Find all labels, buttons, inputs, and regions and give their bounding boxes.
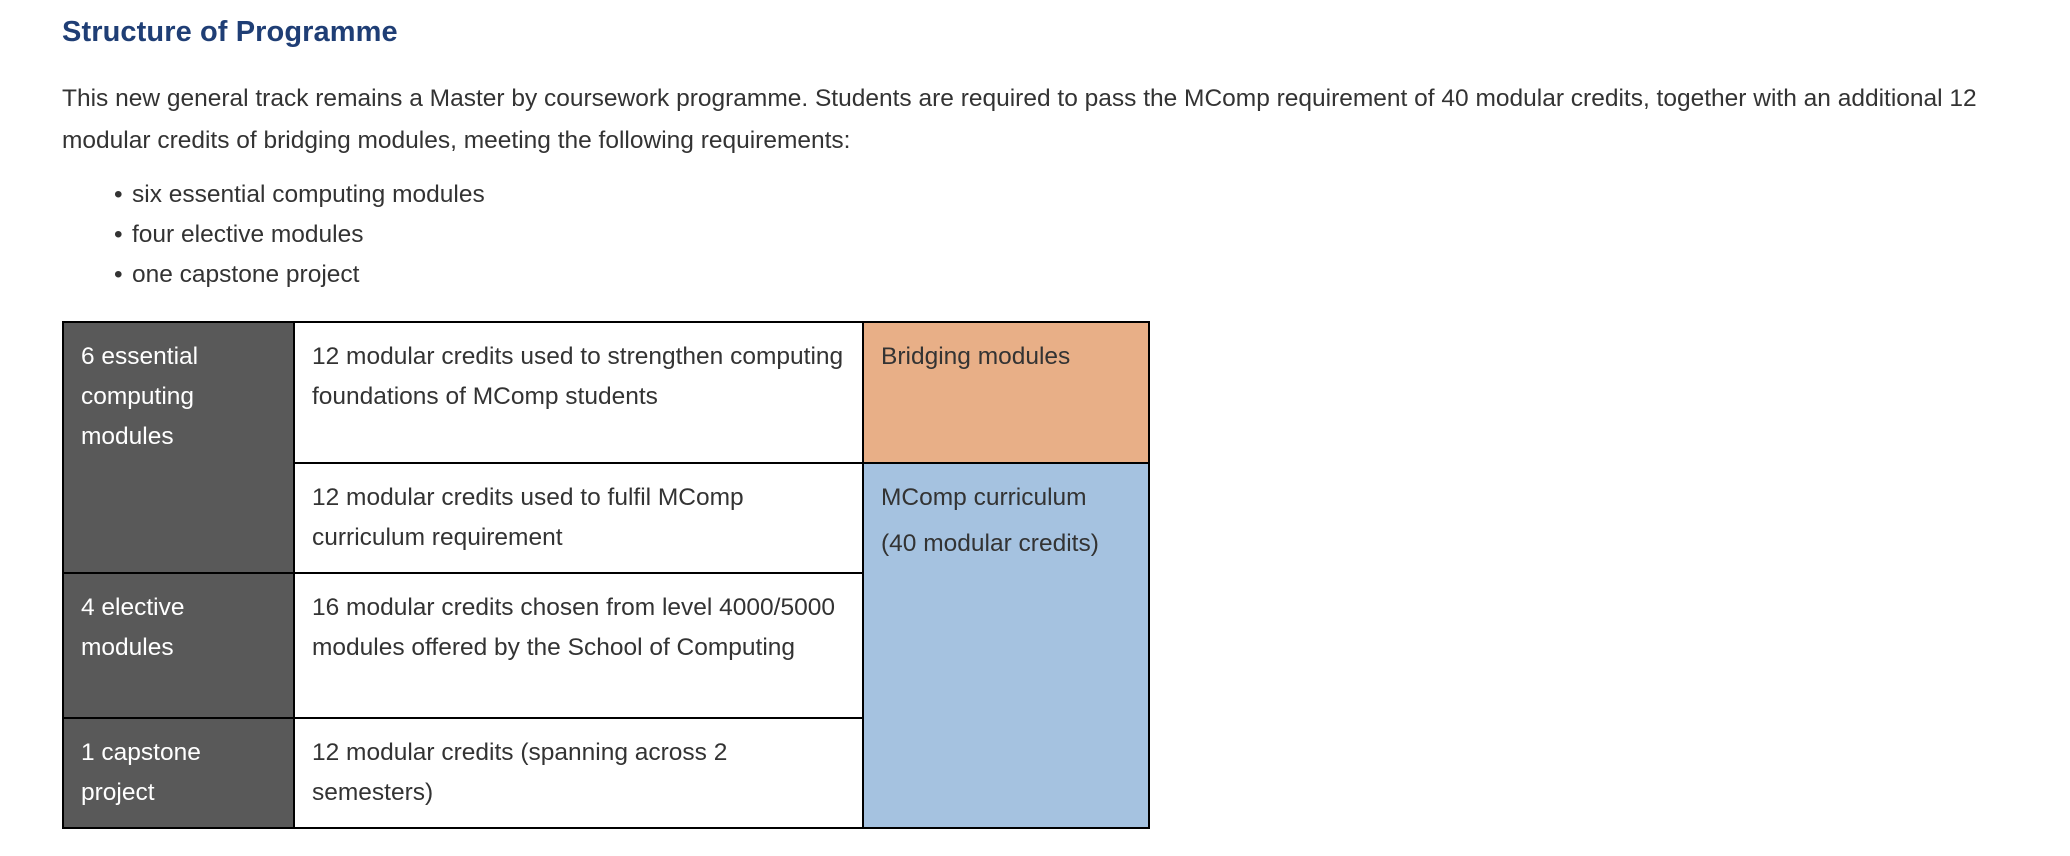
bullet-icon: • bbox=[114, 221, 123, 248]
page-title: Structure of Programme bbox=[62, 16, 398, 48]
table-row: 1 capstone project 12 modular credits (s… bbox=[62, 717, 1149, 829]
list-item: • one capstone project bbox=[62, 255, 485, 295]
description-cell-essential-bridging: 12 modular credits used to strengthen co… bbox=[293, 321, 864, 464]
mcomp-credits-label: (40 modular credits) bbox=[881, 530, 1099, 557]
category-cell-capstone: 1 capstone project bbox=[62, 717, 295, 829]
table-row: 12 modular credits used to fulfil MComp … bbox=[63, 462, 1150, 829]
category-cell-elective: 4 elective modules bbox=[62, 572, 295, 719]
group-cell-bridging: Bridging modules bbox=[862, 321, 1150, 464]
group-cell-mcomp-curriculum: MComp curriculum (40 modular credits) bbox=[862, 462, 1150, 829]
mcomp-curriculum-label: MComp curriculum bbox=[881, 484, 1087, 511]
table-row: 4 elective modules 16 modular credits ch… bbox=[62, 572, 1149, 719]
intro-paragraph: This new general track remains a Master … bbox=[62, 85, 1977, 154]
list-item-label: six essential computing modules bbox=[132, 181, 485, 208]
description-cell-essential-mcomp: 12 modular credits used to fulfil MComp … bbox=[293, 462, 864, 574]
list-item-label: four elective modules bbox=[132, 221, 364, 248]
list-item: • four elective modules bbox=[62, 215, 485, 255]
requirements-list: • six essential computing modules • four… bbox=[62, 175, 485, 295]
bullet-icon: • bbox=[114, 181, 123, 208]
list-item: • six essential computing modules bbox=[62, 175, 485, 215]
bullet-icon: • bbox=[114, 261, 123, 288]
description-cell-elective: 16 modular credits chosen from level 400… bbox=[293, 572, 864, 719]
table-row: 6 essential computing modules 12 modular… bbox=[62, 321, 1150, 574]
category-cell-essential: 6 essential computing modules bbox=[62, 321, 295, 574]
list-item-label: one capstone project bbox=[132, 261, 360, 288]
programme-structure-table: 6 essential computing modules 12 modular… bbox=[62, 321, 1150, 829]
description-cell-capstone: 12 modular credits (spanning across 2 se… bbox=[293, 717, 864, 829]
